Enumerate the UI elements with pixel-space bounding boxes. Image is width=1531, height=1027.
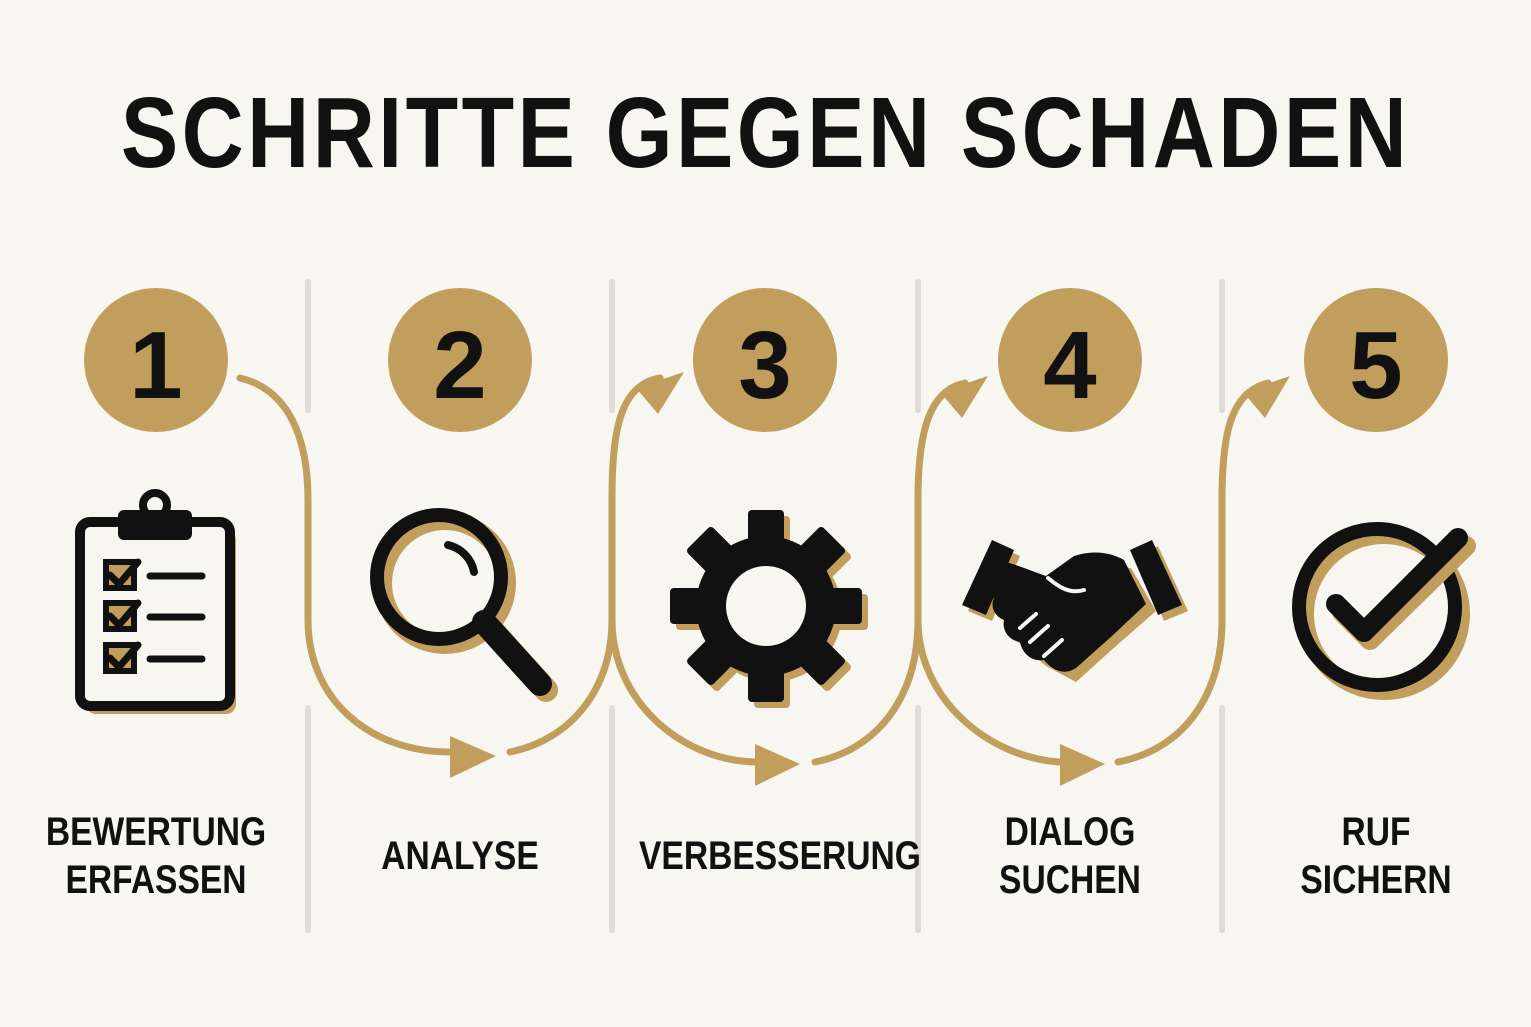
step-number: 4 (1043, 312, 1096, 419)
check-circle-icon (1292, 522, 1476, 700)
handshake-icon (962, 540, 1188, 682)
flow-connector (236, 374, 454, 756)
arrow-right-icon (450, 736, 496, 778)
step-label-line: ANALYSE (381, 834, 539, 878)
step-number: 1 (129, 312, 182, 419)
step-label-line: VERBESSERUNG (639, 834, 921, 878)
column-dividers (305, 279, 1225, 933)
arrow-up-right-icon (636, 372, 684, 414)
step-number: 5 (1349, 312, 1402, 419)
step-badge-2: 2 (388, 288, 532, 432)
step-badge-3: 3 (693, 288, 837, 432)
step-label-4: DIALOG SUCHEN (944, 808, 1196, 904)
clipboard-checklist-icon (75, 489, 236, 714)
step-label-3: VERBESSERUNG (639, 832, 921, 880)
arrow-up-right-icon (1243, 376, 1290, 418)
flow-connector (914, 616, 1064, 766)
step-label-line: DIALOG (1004, 810, 1136, 854)
flow-connector (608, 616, 759, 766)
step-badge-5: 5 (1304, 288, 1448, 432)
step-label-5: RUF SICHERN (1250, 808, 1502, 904)
magnifying-glass-icon (370, 508, 558, 702)
flow-connector (811, 379, 969, 766)
arrow-right-icon (755, 744, 800, 786)
flow-path (236, 374, 1272, 766)
flow-arrowheads (450, 372, 1290, 786)
step-label-1: BEWERTUNG ERFASSEN (30, 808, 282, 904)
arrow-up-right-icon (940, 376, 988, 418)
step-label-line: SUCHEN (999, 858, 1141, 902)
step-badge-1: 1 (84, 288, 228, 432)
page-title: SCHRITTE GEGEN SCHADEN (120, 77, 1411, 189)
step-number: 3 (738, 312, 791, 419)
arrow-right-icon (1060, 744, 1105, 786)
flow-connector (1114, 379, 1272, 766)
step-badges: 1 2 3 4 5 (84, 288, 1448, 432)
step-label-line: BEWERTUNG (45, 810, 267, 854)
step-label-line: ERFASSEN (65, 858, 247, 902)
step-label-line: SICHERN (1300, 858, 1452, 902)
step-number: 2 (433, 312, 486, 419)
gear-icon (670, 510, 868, 708)
step-label-line: RUF (1341, 810, 1411, 854)
step-label-2: ANALYSE (334, 832, 586, 880)
step-badge-4: 4 (998, 288, 1142, 432)
